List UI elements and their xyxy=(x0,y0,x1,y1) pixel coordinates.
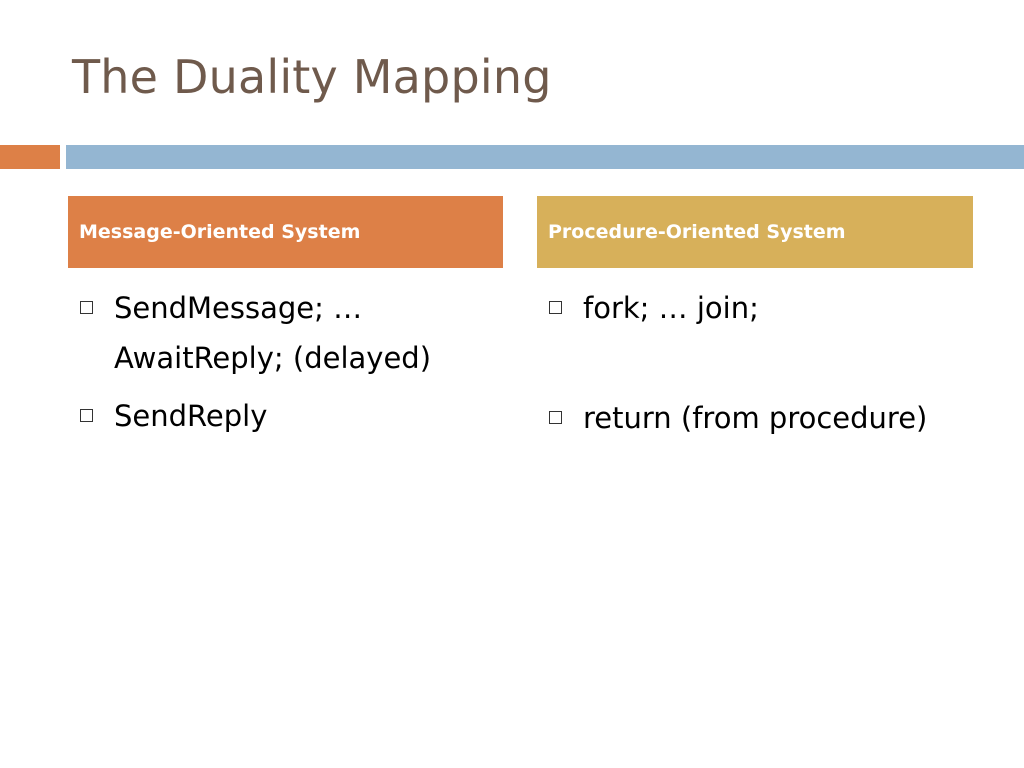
message-oriented-header: Message-Oriented System xyxy=(68,196,503,268)
procedure-oriented-header-label: Procedure-Oriented System xyxy=(548,221,846,243)
square-bullet-icon xyxy=(80,409,93,422)
square-bullet-icon xyxy=(549,411,562,424)
list-item: SendReply xyxy=(80,391,500,441)
list-item: SendMessage; … AwaitReply; (delayed) xyxy=(80,283,500,383)
list-item-text: return (from procedure) xyxy=(583,401,928,435)
square-bullet-icon xyxy=(80,301,93,314)
header-rule-bar xyxy=(66,145,1024,169)
message-oriented-list: SendMessage; … AwaitReply; (delayed) Sen… xyxy=(80,283,500,441)
square-bullet-icon xyxy=(549,301,562,314)
list-item: return (from procedure) xyxy=(549,393,969,443)
list-item-text: SendMessage; … AwaitReply; (delayed) xyxy=(114,291,432,375)
procedure-oriented-header: Procedure-Oriented System xyxy=(537,196,973,268)
list-item: fork; … join; xyxy=(549,283,969,333)
slide-title: The Duality Mapping xyxy=(72,50,552,104)
list-item-text: SendReply xyxy=(114,399,268,433)
accent-bar xyxy=(0,145,60,169)
message-oriented-header-label: Message-Oriented System xyxy=(79,221,361,243)
list-item-text: fork; … join; xyxy=(583,291,759,325)
procedure-oriented-list: fork; … join; return (from procedure) xyxy=(549,283,969,443)
